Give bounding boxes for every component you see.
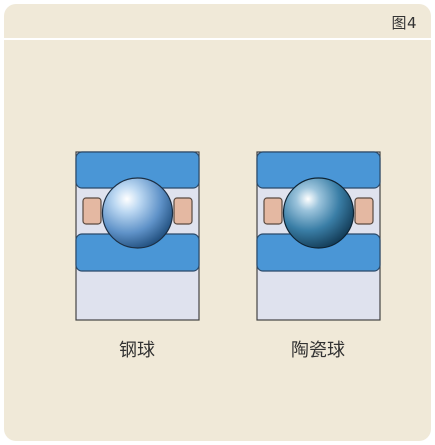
header-divider	[4, 38, 431, 40]
steel-ball	[101, 177, 174, 249]
steel-ball-bearing-diagram	[75, 151, 200, 321]
cage-left	[263, 197, 283, 225]
steel-ball-caption: 钢球	[119, 340, 155, 361]
ceramic-ball-caption: 陶瓷球	[291, 340, 345, 361]
cage-left	[82, 197, 102, 225]
ceramic-ball	[282, 177, 355, 249]
ceramic-ball-bearing-diagram	[256, 151, 381, 321]
cage-right	[173, 197, 193, 225]
cage-right	[354, 197, 374, 225]
figure-label: 图4	[391, 14, 417, 32]
